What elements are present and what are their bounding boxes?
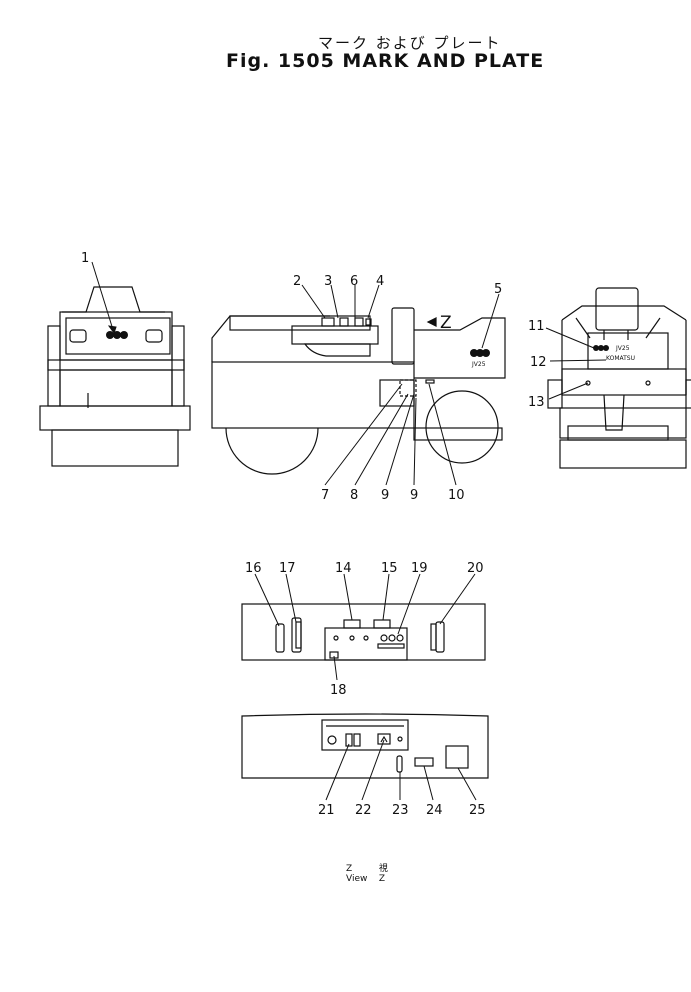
- callout-23: 23: [392, 803, 409, 818]
- view-label-jp: 視: [378, 864, 388, 874]
- callout-5: 5: [494, 282, 502, 297]
- view-label-z-top: Z: [346, 864, 353, 874]
- callout-25: 25: [469, 803, 486, 818]
- emblem-rear-text: JV25: [615, 345, 630, 352]
- callout-15: 15: [381, 561, 398, 576]
- lower-panel: [241, 713, 489, 779]
- emblem-front: [106, 331, 128, 339]
- callout-9a: 9: [381, 488, 389, 503]
- callout-6: 6: [350, 274, 358, 289]
- callout-24: 24: [426, 803, 443, 818]
- callout-19: 19: [411, 561, 428, 576]
- callout-8: 8: [350, 488, 358, 503]
- callout-7: 7: [321, 488, 329, 503]
- view-label-z-bottom: Z: [378, 874, 386, 884]
- callout-1: 1: [81, 251, 89, 266]
- callout-13: 13: [528, 395, 545, 410]
- emblem-side-text: JV25: [471, 361, 486, 368]
- callout-numbers: 1 2 3 6 4 5 7 8 9 9 10 11 12 13 14 15 16…: [81, 251, 547, 818]
- figure-title: Fig. 1505 MARK AND PLATE: [226, 50, 545, 72]
- emblem-side: [470, 349, 490, 357]
- rear-plate-text: KOMATSU: [606, 355, 635, 362]
- callout-11: 11: [528, 319, 545, 334]
- callout-12: 12: [530, 355, 547, 370]
- z-arrow-label: Z: [440, 313, 452, 333]
- callout-2: 2: [293, 274, 301, 289]
- callout-18: 18: [330, 683, 347, 698]
- callout-14: 14: [335, 561, 352, 576]
- rear-view: JV25 KOMATSU: [547, 287, 691, 469]
- japanese-title: マーク および プレート: [318, 34, 502, 52]
- callout-4: 4: [376, 274, 384, 289]
- callout-20: 20: [467, 561, 484, 576]
- callout-9b: 9: [410, 488, 418, 503]
- emblem-rear: [593, 345, 609, 351]
- callout-16: 16: [245, 561, 262, 576]
- view-label-view: View: [346, 874, 368, 884]
- callout-22: 22: [355, 803, 372, 818]
- callout-3: 3: [324, 274, 332, 289]
- callout-10: 10: [448, 488, 465, 503]
- callout-21: 21: [318, 803, 335, 818]
- leader-lines: [91, 261, 607, 801]
- front-view: [39, 286, 191, 467]
- callout-17: 17: [279, 561, 296, 576]
- view-z-label: Z 視 View Z: [346, 864, 388, 884]
- side-view: JV25 Z: [211, 307, 506, 475]
